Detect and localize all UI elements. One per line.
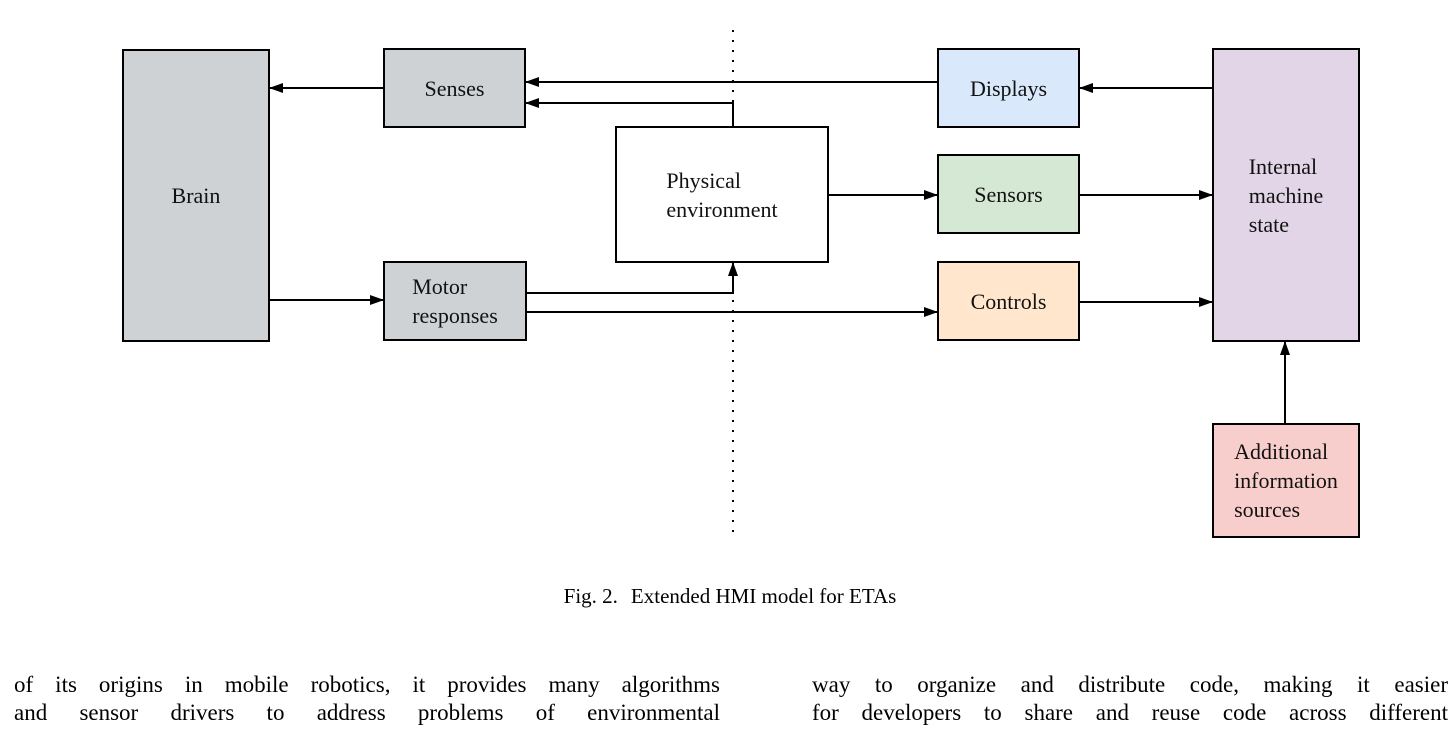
node-brain: Brain	[122, 49, 270, 342]
arrow-motor-responses-to-physical-environment	[527, 262, 738, 294]
node-additional-information-sources: Additional information sources	[1212, 423, 1360, 538]
node-additional-information-sources-label: Additional information sources	[1234, 439, 1338, 522]
body-text-left-column: of its origins in mobile robotics, it pr…	[14, 671, 720, 728]
node-motor-responses-label: Motor responses	[412, 274, 498, 328]
node-controls-label: Controls	[970, 288, 1047, 314]
node-controls: Controls	[937, 261, 1080, 341]
arrow-physical-environment-to-senses	[525, 98, 734, 126]
node-displays-label: Displays	[970, 75, 1047, 101]
body-line: way to organize and distribute code, mak…	[812, 672, 1448, 697]
body-line: and sensor drivers to address problems o…	[14, 700, 720, 726]
node-physical-environment-label: Physical environment	[666, 167, 778, 222]
node-sensors-label: Sensors	[974, 181, 1043, 207]
body-line: of its origins in mobile robotics, it pr…	[14, 672, 720, 697]
node-physical-environment: Physical environment	[615, 126, 829, 263]
node-brain-label: Brain	[171, 183, 221, 208]
figure-caption: Fig. 2. Extended HMI model for ETAs	[10, 583, 1450, 609]
node-senses-label: Senses	[424, 75, 485, 101]
node-internal-machine-state: Internal machine state	[1212, 48, 1360, 342]
body-line: for developers to share and reuse code a…	[812, 700, 1448, 726]
node-senses: Senses	[383, 48, 526, 128]
figure-caption-text: Extended HMI model for ETAs	[630, 584, 897, 608]
node-sensors: Sensors	[937, 154, 1080, 234]
node-motor-responses: Motor responses	[383, 261, 527, 341]
node-internal-machine-state-label: Internal machine state	[1248, 153, 1324, 237]
node-displays: Displays	[937, 48, 1080, 128]
body-text-right-column: way to organize and distribute code, mak…	[812, 671, 1448, 728]
figure-caption-label: Fig. 2.	[563, 584, 618, 608]
